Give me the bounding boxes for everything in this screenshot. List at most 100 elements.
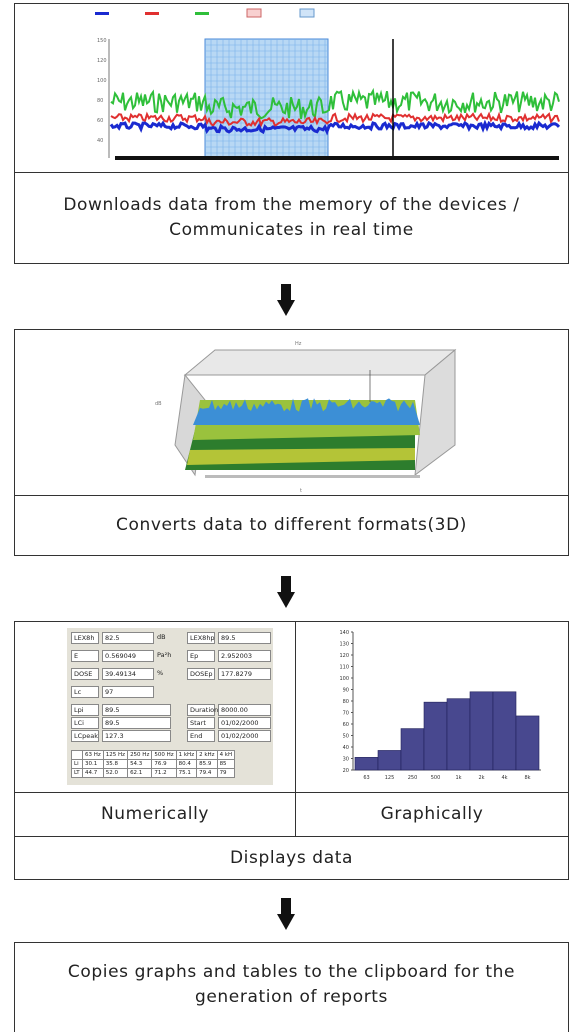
- numeric-value-cell: LCpeak: [71, 730, 99, 742]
- y-tick-label: 140: [339, 630, 349, 636]
- bar: [515, 715, 540, 771]
- numeric-value-cell: Pa²h: [157, 651, 172, 659]
- numeric-value-cell: Lpi: [71, 704, 99, 716]
- step3-caption: Displays data: [229, 847, 353, 868]
- numeric-value-cell: LEX8hp: [187, 632, 215, 644]
- numeric-value-cell: dB: [157, 633, 166, 641]
- table-cell: 80.4: [175, 759, 198, 769]
- x-tick-label: 125: [385, 775, 395, 781]
- table-cell: 85.9: [196, 759, 218, 769]
- table-header-cell: 125 Hz: [102, 750, 129, 760]
- table-header-cell: 4 kH: [216, 750, 236, 760]
- numeric-value-cell: 82.5: [102, 632, 154, 644]
- numeric-value-cell: 89.5: [102, 717, 171, 729]
- numeric-value-cell: 97: [102, 686, 154, 698]
- y-tick-label: 70: [343, 711, 349, 717]
- table-cell: 76.9: [151, 759, 177, 769]
- numeric-value-cell: DOSEp: [187, 668, 215, 680]
- bar: [377, 750, 402, 771]
- svg-text:150: 150: [97, 38, 107, 44]
- step1-caption: Downloads data from the memory of the de…: [15, 173, 568, 263]
- y-tick-label: 80: [343, 699, 349, 705]
- table-cell: 30.1: [82, 759, 104, 769]
- graphically-label: Graphically: [380, 804, 484, 825]
- svg-text:100: 100: [97, 78, 107, 84]
- table-header-cell: 63 Hz: [82, 750, 104, 760]
- numeric-value-cell: 01/02/2000: [218, 717, 271, 729]
- x-tick-label: 500: [431, 775, 441, 781]
- y-tick-label: 30: [343, 757, 349, 763]
- chart-legend: [95, 8, 315, 18]
- table-header-cell: 1 kHz: [175, 750, 198, 760]
- y-tick-label: 90: [343, 688, 349, 694]
- y-tick-label: 110: [339, 665, 349, 671]
- x-tick-label: 2k: [478, 775, 484, 781]
- table-cell: 54.3: [127, 759, 153, 769]
- down-arrow-icon: [277, 576, 295, 608]
- table-header-cell: 500 Hz: [151, 750, 177, 760]
- numeric-value-cell: LEX8h: [71, 632, 99, 644]
- bar: [423, 701, 448, 771]
- step1-caption-line1: Downloads data from the memory of the de…: [63, 195, 520, 216]
- numeric-value-cell: 01/02/2000: [218, 730, 271, 742]
- svg-text:120: 120: [97, 58, 107, 64]
- numeric-value-cell: Ep: [187, 650, 215, 662]
- y-tick-label: 100: [339, 676, 349, 682]
- svg-text:80: 80: [97, 98, 103, 104]
- numeric-value-cell: 2.952003: [218, 650, 271, 662]
- numeric-value-cell: DOSE: [71, 668, 99, 680]
- table-cell: Li: [71, 759, 83, 769]
- x-tick-label: 250: [408, 775, 418, 781]
- table-cell: 85: [216, 759, 236, 769]
- step4-caption-line2: generation of reports: [194, 987, 389, 1007]
- numeric-value-cell: Lc: [71, 686, 99, 698]
- table-header-cell: 2 kHz: [196, 750, 218, 760]
- numeric-value-cell: 127.3: [102, 730, 171, 742]
- y-tick-label: 130: [339, 642, 349, 648]
- step1-caption-line2: Communicates in real time: [169, 220, 414, 240]
- step4-caption-line1: Copies graphs and tables to the clipboar…: [67, 962, 516, 983]
- svg-text:60: 60: [97, 118, 103, 124]
- step4-caption: Copies graphs and tables to the clipboar…: [15, 943, 568, 1027]
- numeric-value-cell: 89.5: [102, 704, 171, 716]
- svg-text:dB: dB: [155, 401, 162, 407]
- x-tick-label: 63: [363, 775, 369, 781]
- bar: [469, 691, 494, 771]
- bar: [400, 728, 425, 771]
- table-cell: 52.0: [102, 768, 129, 778]
- bar: [354, 757, 379, 771]
- x-tick-label: 8k: [524, 775, 530, 781]
- bar: [492, 691, 517, 771]
- numeric-value-cell: 39.49134: [102, 668, 154, 680]
- down-arrow-icon: [277, 898, 295, 930]
- y-tick-label: 60: [343, 722, 349, 728]
- y-tick-label: 20: [343, 768, 349, 774]
- table-cell: 44.7: [82, 768, 104, 778]
- numeric-value-cell: 0.569049: [102, 650, 154, 662]
- numeric-value-cell: %: [157, 669, 164, 677]
- numeric-value-cell: 8000.00: [218, 704, 271, 716]
- bar: [446, 698, 471, 771]
- numeric-value-cell: [157, 686, 171, 698]
- table-cell: 75.1: [175, 768, 198, 778]
- numerically-label: Numerically: [100, 804, 210, 825]
- numeric-value-cell: Start: [187, 717, 215, 729]
- numeric-value-cell: 89.5: [218, 632, 271, 644]
- table-cell: LT: [71, 768, 83, 778]
- y-tick-label: 120: [339, 653, 349, 659]
